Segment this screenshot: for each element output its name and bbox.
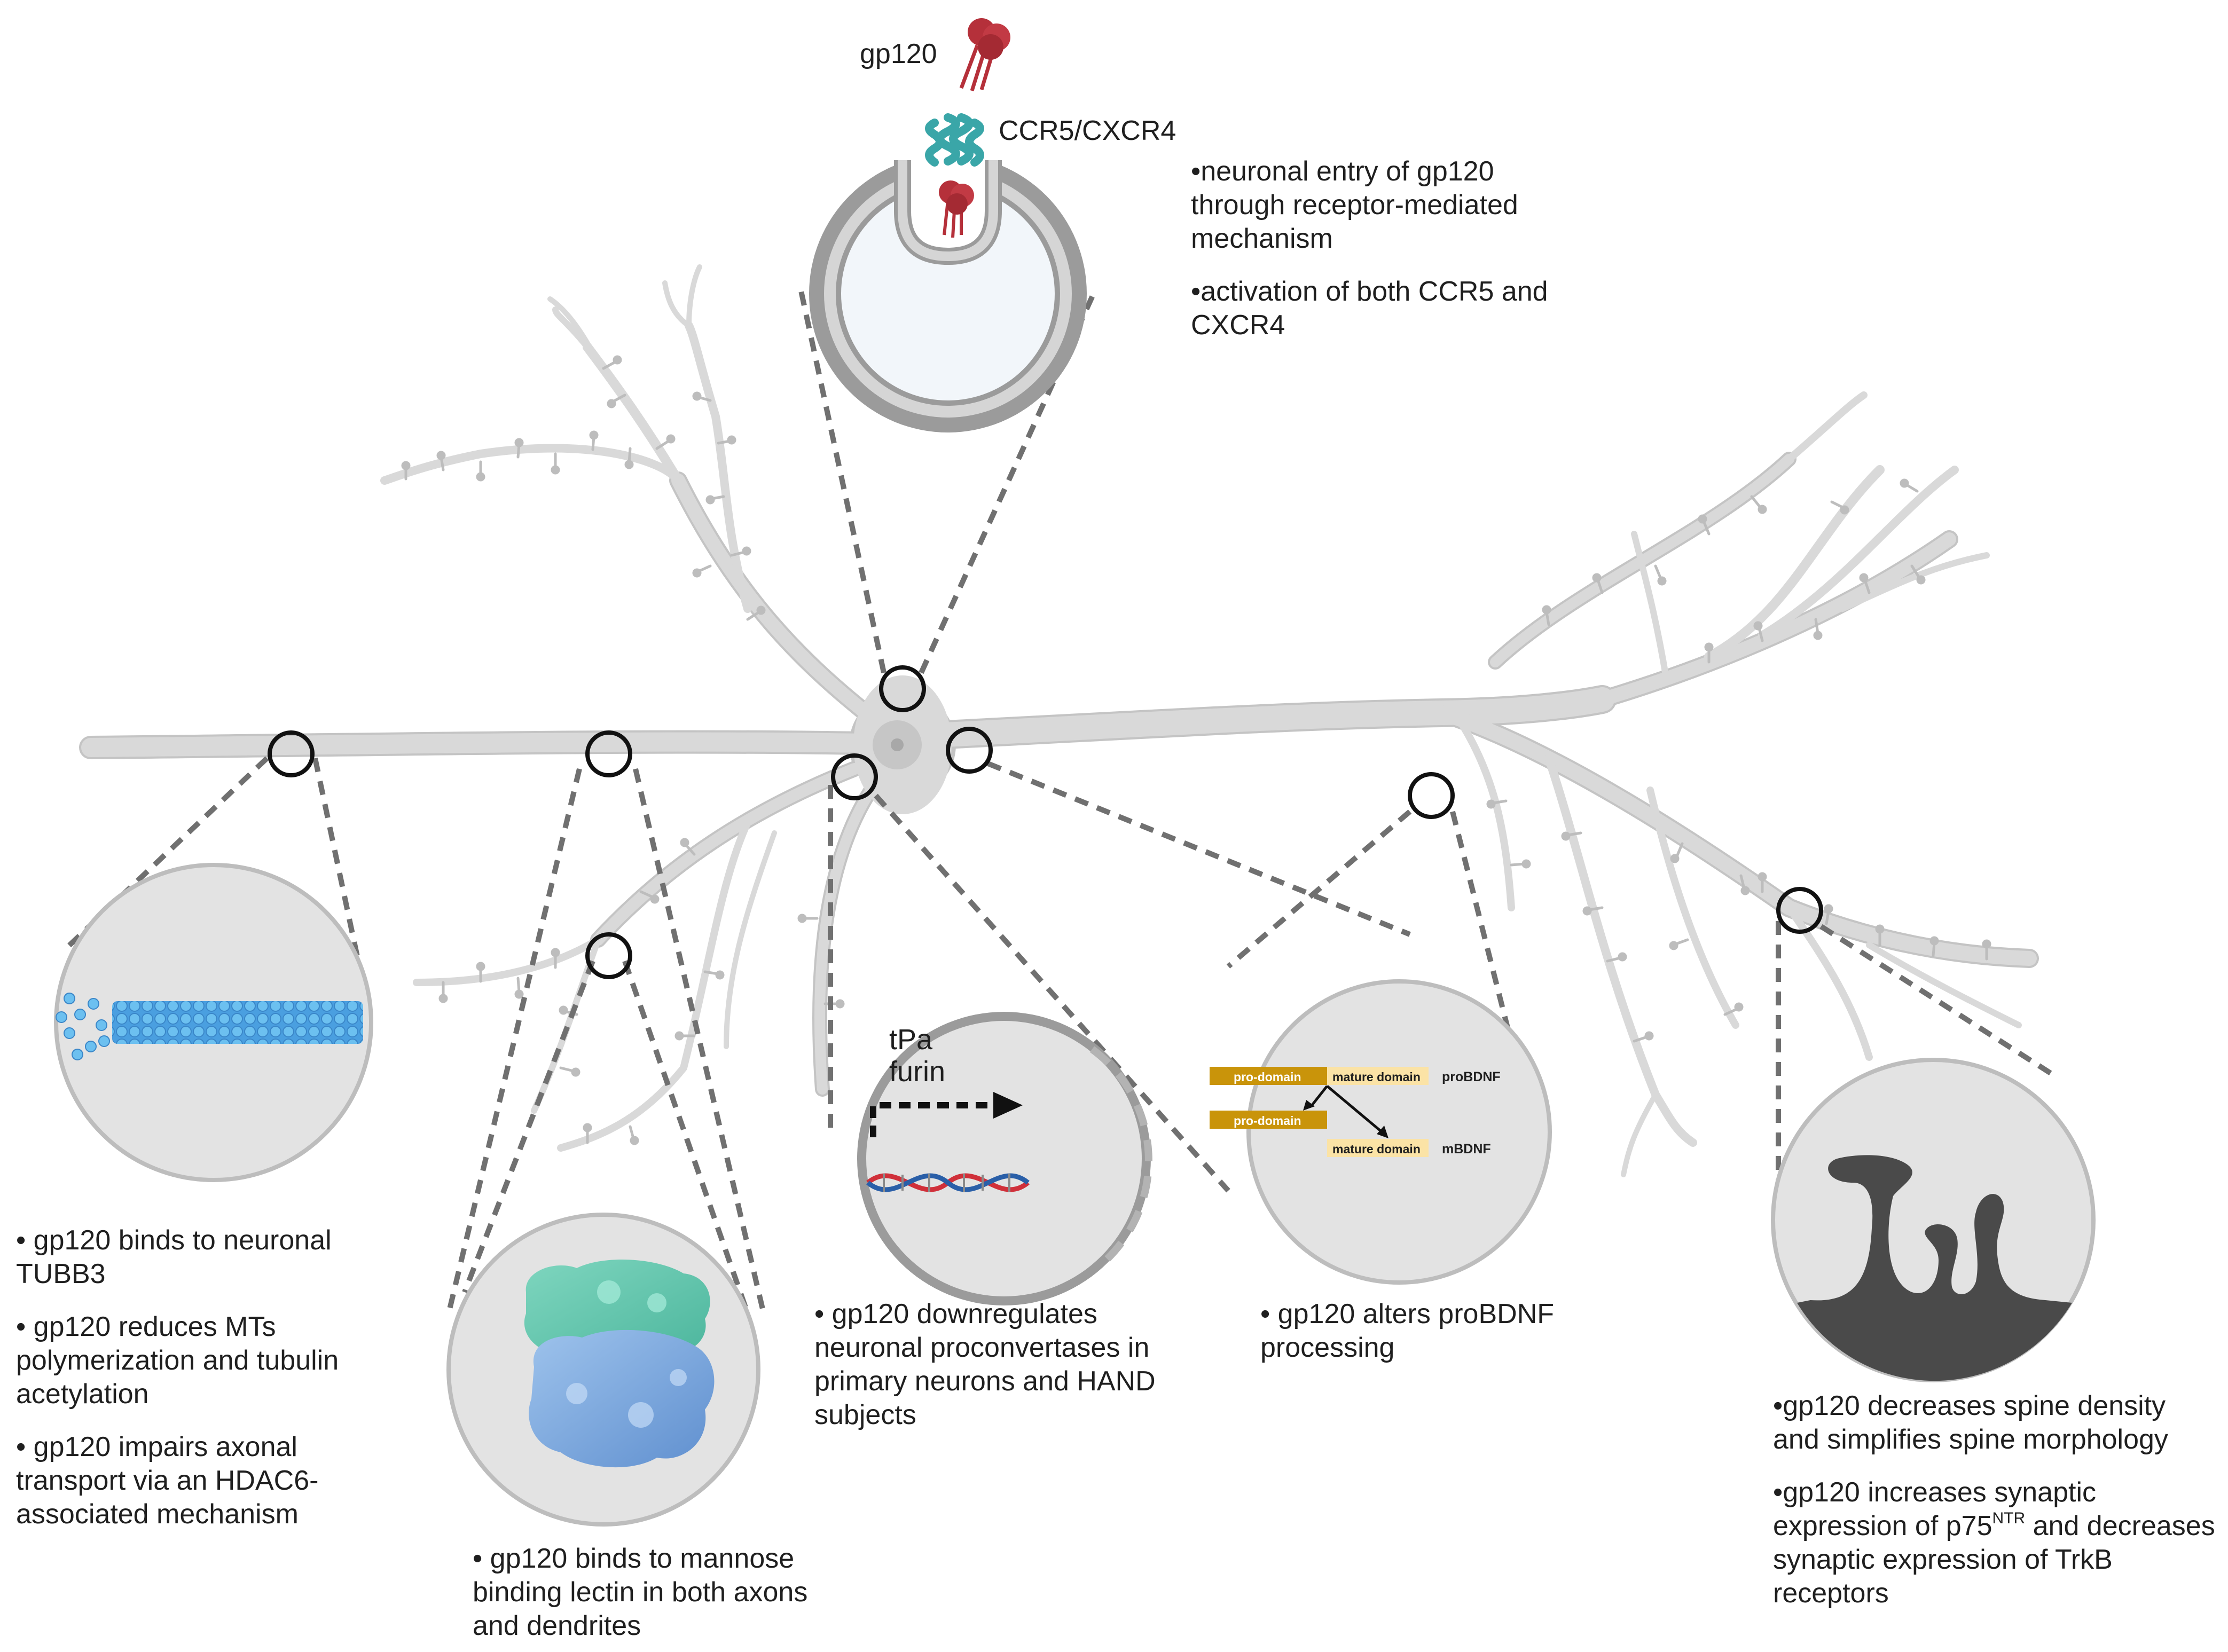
zoom-target-soma-right [946, 727, 993, 774]
neuron [79, 264, 2039, 1177]
transcription-arrow-icon [870, 1092, 1023, 1137]
bullet-p75-trkb: •gp120 increases synaptic expression of … [1773, 1476, 2216, 1610]
mbdnf-mature-domain-bar [1327, 1139, 1429, 1157]
zoom-target-bdnf [1408, 772, 1455, 819]
spine-inset [1771, 1058, 2096, 1382]
bullet-trkb-text: and decreases synaptic expression of Trk… [1773, 1511, 2215, 1609]
probdnf-pro-domain-label: pro-domain [1234, 1070, 1301, 1084]
probdnf-label: proBDNF [1442, 1069, 1501, 1084]
lectin-inset [446, 1213, 760, 1527]
zoom-target-nucleus [831, 753, 878, 800]
zoom-target-spine [1776, 887, 1823, 934]
gp120-internalized-icon [939, 180, 974, 238]
p75-superscript: NTR [1992, 1509, 2026, 1527]
bullet-lectin-binding: • gp120 binds to mannose binding lectin … [473, 1543, 808, 1641]
receptor-label: CCR5/CXCR4 [999, 115, 1176, 146]
zoom-target-circles [268, 665, 1823, 979]
bullet-probdnf-processing: • gp120 alters proBDNF processing [1260, 1299, 1555, 1363]
gp120-label: gp120 [860, 38, 937, 69]
bdnf-inset [1210, 979, 1552, 1285]
membrane-entry-bullets: •neuronal entry of gp120 through recepto… [1191, 155, 1575, 342]
tpa-label: tPa [889, 1024, 933, 1056]
nucleus-bullets: • gp120 downregulates neuronal proconver… [814, 1297, 1210, 1432]
nucleus-inset [857, 1012, 1152, 1305]
gp120-trimer-icon [959, 18, 1010, 92]
cleavage-arrows-icon [1310, 1085, 1384, 1134]
furin-label: furin [889, 1056, 945, 1088]
bullet-proconvertases: • gp120 downregulates neuronal proconver… [814, 1299, 1156, 1430]
mbdnf-mature-domain-label: mature domain [1332, 1142, 1421, 1156]
bullet-axonal-transport: • gp120 impairs axonal transport via an … [16, 1431, 319, 1530]
mbdnf-label: mBDNF [1442, 1142, 1491, 1157]
bullet-tubb3-binding: • gp120 binds to neuronal TUBB3 [16, 1225, 332, 1289]
dna-helix-icon [866, 1173, 1030, 1192]
probdnf-mature-domain-bar [1327, 1067, 1429, 1085]
bullet-neuronal-entry: •neuronal entry of gp120 through recepto… [1191, 156, 1518, 254]
bullet-mt-polymerization: • gp120 reduces MTs polymerization and t… [16, 1311, 339, 1410]
mannose-binding-lectin-icon [524, 1259, 715, 1468]
bullet-p75-text: •gp120 increases synaptic expression of … [1773, 1477, 2097, 1541]
cleaved-pro-domain-label: pro-domain [1234, 1114, 1301, 1128]
probdnf-pro-domain-bar [1210, 1067, 1327, 1085]
zoom-target-dendrite [585, 932, 632, 979]
microtubule-inset [54, 863, 373, 1182]
zoom-target-membrane [879, 665, 926, 712]
zoom-target-axon [268, 730, 315, 777]
microtubule-bullets: • gp120 binds to neuronal TUBB3 • gp120 … [16, 1224, 379, 1531]
ccr5-cxcr4-receptor-icon [925, 113, 984, 167]
bullet-receptor-activation: •activation of both CCR5 and CXCR4 [1191, 276, 1548, 341]
cleaved-pro-domain-bar [1210, 1111, 1327, 1129]
bullet-spine-density: •gp120 decreases spine density and simpl… [1773, 1390, 2168, 1455]
spine-bullets: •gp120 decreases spine density and simpl… [1773, 1389, 2216, 1610]
membrane-entry-inset [809, 128, 1087, 432]
dendritic-spine-icon [1797, 1155, 2072, 1381]
bdnf-bullets: • gp120 alters proBDNF processing [1260, 1297, 1559, 1365]
probdnf-mature-domain-label: mature domain [1332, 1070, 1421, 1084]
zoom-target-axon-2 [585, 730, 632, 777]
lectin-bullets: • gp120 binds to mannose binding lectin … [473, 1542, 846, 1643]
microtubule-icon [56, 993, 363, 1060]
